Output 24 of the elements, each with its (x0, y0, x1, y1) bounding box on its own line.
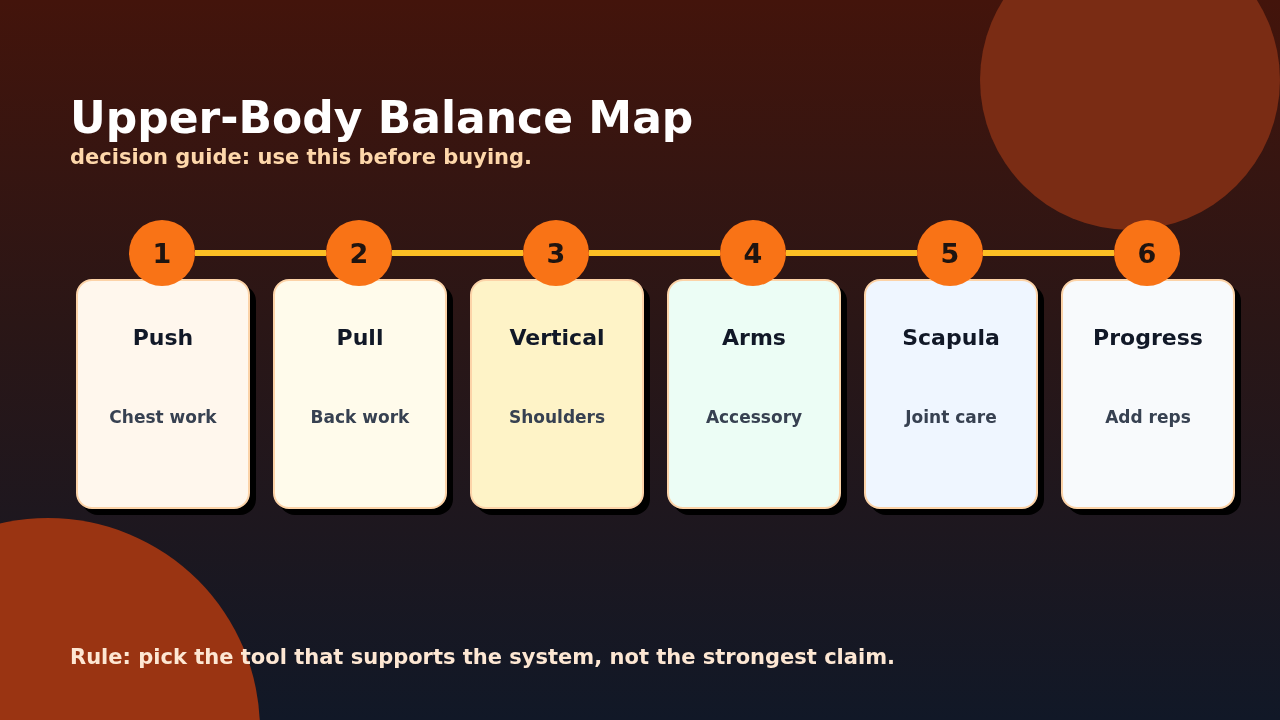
card-heading: Vertical (508, 325, 606, 350)
timeline-connector (392, 250, 523, 256)
card-heading: Scapula (901, 325, 1001, 350)
card-heading: Pull (335, 325, 385, 350)
timeline-connector (983, 250, 1114, 256)
timeline-connector (786, 250, 917, 256)
title: Upper-Body Balance Map (70, 92, 694, 143)
subtitle: decision guide: use this before buying. (70, 145, 533, 169)
card-heading: Progress (1092, 325, 1204, 350)
card-text: Chest work (108, 407, 218, 427)
step-number: 1 (129, 220, 195, 286)
card-heading: Push (131, 325, 195, 350)
card-text: Shoulders (507, 407, 607, 427)
card-text: Accessory (704, 407, 804, 427)
timeline-connector (195, 250, 326, 256)
card-text: Back work (309, 407, 411, 427)
card-text: Joint care (903, 407, 998, 427)
step-number: 3 (523, 220, 589, 286)
step-number: 4 (720, 220, 786, 286)
timeline-connector (589, 250, 720, 256)
card-text: Add reps (1104, 407, 1192, 427)
step-number: 5 (917, 220, 983, 286)
card-heading: Arms (721, 325, 787, 350)
step-number: 2 (326, 220, 392, 286)
